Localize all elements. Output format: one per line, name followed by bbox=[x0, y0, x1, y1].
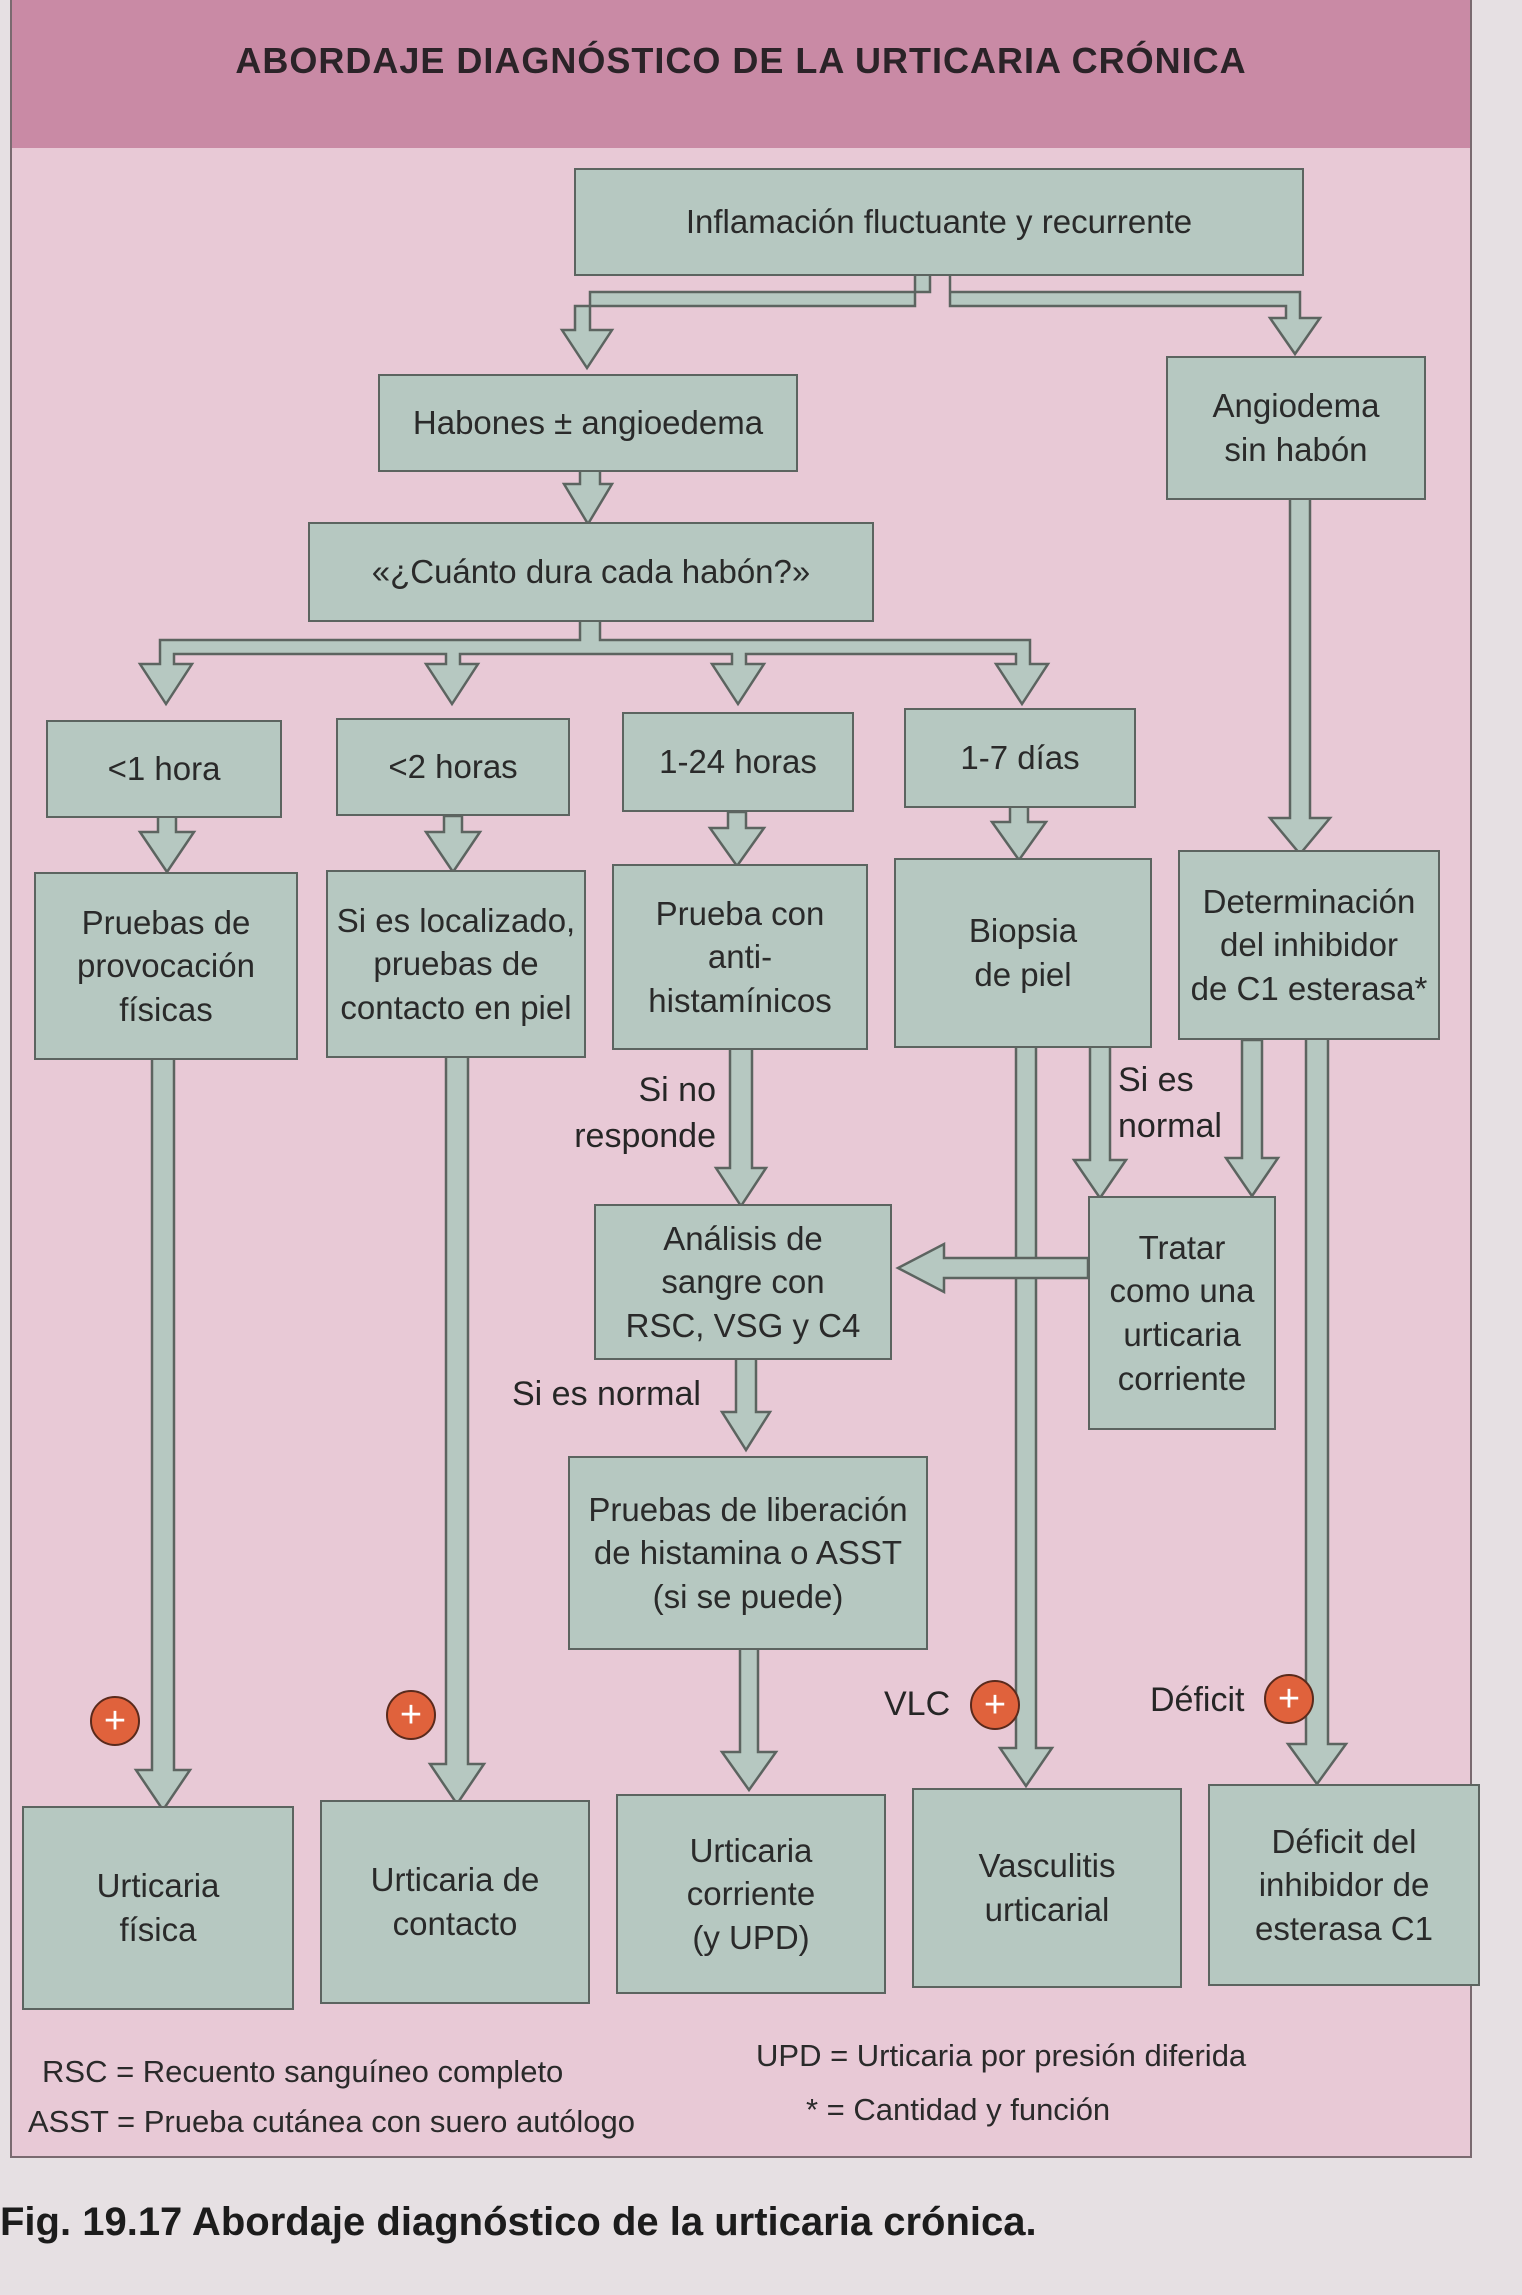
node-duration-1-24h: 1-24 horas bbox=[622, 712, 854, 812]
arrow-root-to-angiodema bbox=[948, 272, 1323, 357]
arrow-antihist-to-analisis bbox=[713, 1046, 769, 1209]
node-pruebas-fisicas: Pruebas de provocación físicas bbox=[34, 872, 298, 1060]
arrow-d4-to-tests bbox=[989, 804, 1049, 863]
node-analisis: Análisis de sangre con RSC, VSG y C4 bbox=[594, 1204, 892, 1360]
node-biopsia: Biopsia de piel bbox=[894, 858, 1152, 1048]
result-urticaria-contacto: Urticaria de contacto bbox=[320, 1800, 590, 2004]
arrow-duracion-branches bbox=[137, 616, 1051, 707]
node-duration-lt1h: <1 hora bbox=[46, 720, 282, 818]
node-duration-lt2h: <2 horas bbox=[336, 718, 570, 816]
node-tratar: Tratar como una urticaria corriente bbox=[1088, 1196, 1276, 1430]
legend-rsc: RSC = Recuento sanguíneo completo bbox=[42, 2054, 564, 2089]
arrow-c1-to-r5 bbox=[1285, 1036, 1349, 1787]
label-si-es-normal-analisis: Si es normal bbox=[512, 1375, 701, 1413]
node-root: Inflamación fluctuante y recurrente bbox=[574, 168, 1304, 276]
plus-marker-contacto: + bbox=[386, 1690, 436, 1740]
node-c1-esterasa: Determinación del inhibidor de C1 estera… bbox=[1178, 850, 1440, 1040]
legend-asst: ASST = Prueba cutánea con suero autólogo bbox=[28, 2104, 635, 2139]
legend-star: * = Cantidad y función bbox=[806, 2092, 1111, 2127]
node-habones: Habones ± angioedema bbox=[378, 374, 798, 472]
diagram-title: ABORDAJE DIAGNÓSTICO DE LA URTICARIA CRÓ… bbox=[235, 40, 1247, 81]
arrow-contacto-to-result bbox=[427, 1054, 487, 1807]
arrow-analisis-to-liberacion bbox=[719, 1356, 773, 1453]
result-deficit-c1: Déficit del inhibidor de esterasa C1 bbox=[1208, 1784, 1480, 1986]
arrow-d3-to-tests bbox=[707, 810, 767, 869]
arrow-d1-to-tests bbox=[137, 814, 197, 875]
arrow-root-to-habones bbox=[559, 270, 932, 371]
node-duracion: «¿Cuánto dura cada habón?» bbox=[308, 522, 874, 622]
result-urticaria-corriente: Urticaria corriente (y UPD) bbox=[616, 1794, 886, 1994]
header-band bbox=[12, 0, 1470, 148]
arrow-biopsia-to-r4 bbox=[997, 1044, 1055, 1789]
label-si-es-normal-biopsia: Si es normal bbox=[1118, 1061, 1222, 1145]
node-duration-1-7d: 1-7 días bbox=[904, 708, 1136, 808]
label-deficit: Déficit bbox=[1150, 1681, 1245, 1719]
arrow-biopsia-to-tratar bbox=[1071, 1044, 1129, 1201]
figure-caption: Fig. 19.17 Abordaje diagnóstico de la ur… bbox=[0, 2200, 1037, 2244]
arrow-liberacion-to-r3 bbox=[719, 1646, 779, 1793]
label-vlc: VLC bbox=[884, 1685, 951, 1723]
plus-marker-deficit: + bbox=[1264, 1674, 1314, 1724]
arrow-angiodema-to-c1 bbox=[1267, 496, 1333, 856]
arrow-tratar-to-analisis bbox=[895, 1241, 1090, 1295]
node-contacto: Si es localizado, pruebas de contacto en… bbox=[326, 870, 586, 1058]
node-antihistaminicos: Prueba con anti- histamínicos bbox=[612, 864, 868, 1050]
plus-marker-vasculitis: + bbox=[970, 1680, 1020, 1730]
legend-upd: UPD = Urticaria por presión diferida bbox=[756, 2038, 1247, 2073]
arrow-d2-to-tests bbox=[423, 814, 483, 875]
label-si-no-responde: Si no responde bbox=[574, 1071, 716, 1155]
result-urticaria-fisica: Urticaria física bbox=[22, 1806, 294, 2010]
node-liberacion: Pruebas de liberación de histamina o ASS… bbox=[568, 1456, 928, 1650]
plus-marker-fisica: + bbox=[90, 1696, 140, 1746]
node-angiodema: Angiodema sin habón bbox=[1166, 356, 1426, 500]
arrow-habones-to-duracion bbox=[561, 468, 615, 527]
arrow-fisicas-to-result bbox=[133, 1056, 193, 1813]
arrow-c1-to-tratar bbox=[1223, 1038, 1281, 1199]
result-vasculitis: Vasculitis urticarial bbox=[912, 1788, 1182, 1988]
